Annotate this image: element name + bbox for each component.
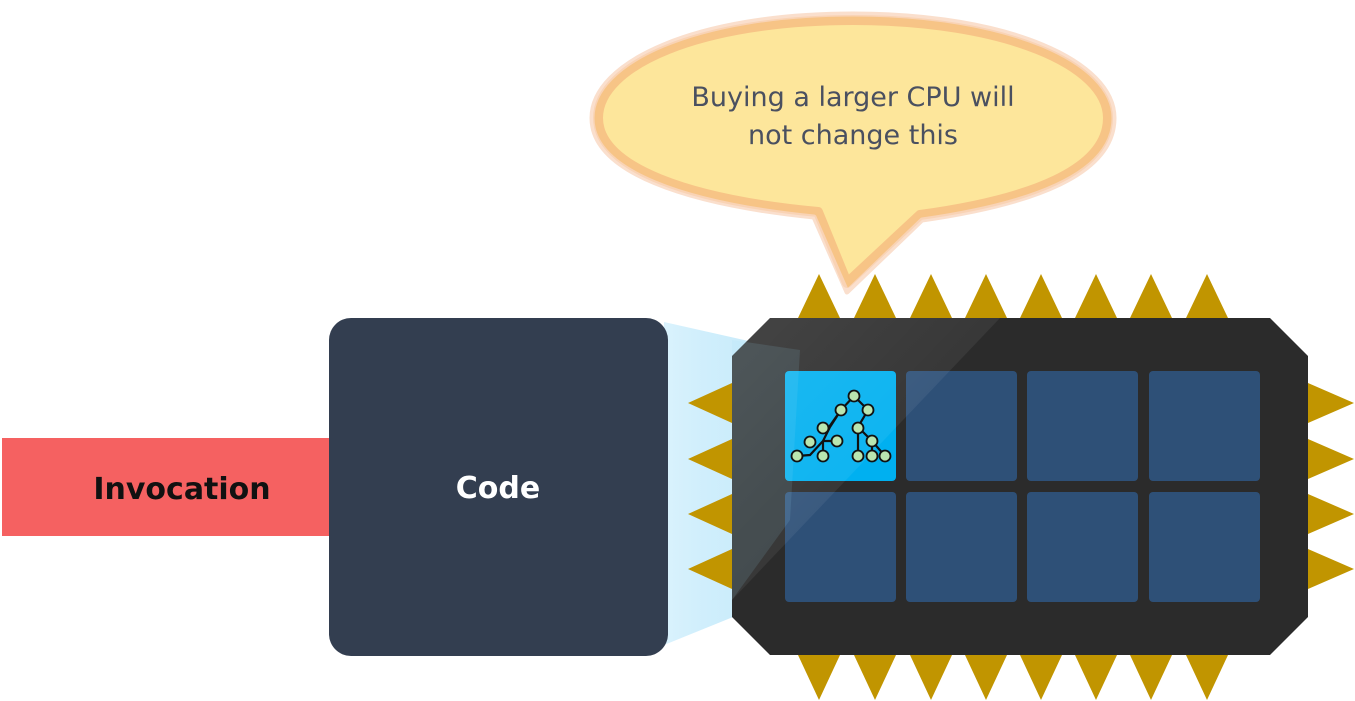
cpu-core [1149, 371, 1260, 481]
cpu-pin-left [688, 494, 732, 534]
cpu-pin-left [688, 383, 732, 423]
cpu-pin-right [1308, 494, 1354, 534]
cpu-core [1149, 492, 1260, 602]
cpu-shine [732, 318, 1000, 600]
callout-line-1: Buying a larger CPU will [691, 82, 1014, 113]
cpu-pin-right [1308, 549, 1354, 589]
cpu-pin-bottom [910, 655, 952, 700]
code-label: Code [456, 471, 540, 506]
cpu-pins [688, 274, 1354, 700]
cpu-core [906, 371, 1017, 481]
code-box-shape [329, 318, 668, 656]
cpu-pin-bottom [1020, 655, 1062, 700]
cpu-chip [688, 274, 1354, 700]
cpu-pin-right [1308, 439, 1354, 479]
callout-shape [593, 15, 1113, 288]
callout-bubble: Buying a larger CPU will not change this [589, 11, 1117, 295]
cpu-pin-top [910, 274, 952, 318]
cpu-pin-right [1308, 383, 1354, 423]
tree-graph-icon [790, 389, 892, 463]
cpu-pin-top [1075, 274, 1117, 318]
invocation-arrow-shape [2, 438, 410, 536]
cpu-pin-top [965, 274, 1007, 318]
beam-overlay [732, 340, 800, 600]
cpu-pin-bottom [965, 655, 1007, 700]
code-box: Code [329, 318, 668, 656]
callout-glow [589, 11, 1117, 295]
cpu-cores [785, 371, 1260, 602]
cpu-core [785, 492, 896, 602]
cpu-pin-bottom [854, 655, 896, 700]
callout-line-2: not change this [748, 120, 958, 151]
cpu-pin-top [1130, 274, 1172, 318]
cpu-pin-left [688, 439, 732, 479]
invocation-label: Invocation [93, 472, 270, 507]
cpu-pin-bottom [1186, 655, 1228, 700]
cpu-pin-top [1186, 274, 1228, 318]
cpu-pin-bottom [1075, 655, 1117, 700]
cpu-pin-top [1020, 274, 1062, 318]
cpu-core [906, 492, 1017, 602]
cpu-pin-bottom [1130, 655, 1172, 700]
cpu-core [1027, 492, 1138, 602]
cpu-pin-top [798, 274, 840, 318]
cpu-pin-bottom [798, 655, 840, 700]
invocation-arrow: Invocation [2, 438, 410, 536]
cpu-core [1027, 371, 1138, 481]
cpu-pin-top [854, 274, 896, 318]
cpu-pin-left [688, 549, 732, 589]
